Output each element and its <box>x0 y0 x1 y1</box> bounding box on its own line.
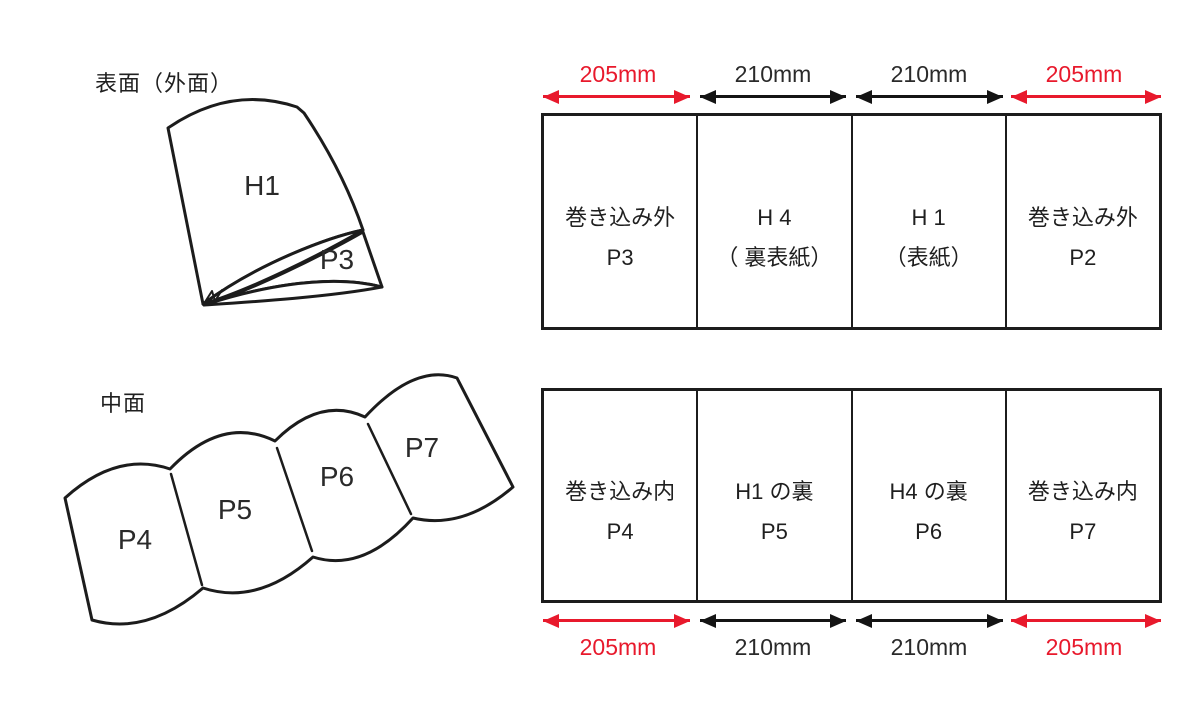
panel-role: H1 の裏 <box>735 479 814 504</box>
outer-dim-label-4: 205mm <box>1045 61 1123 87</box>
accordion-fold-line-2 <box>275 446 314 553</box>
panel-role: 巻き込み内 <box>565 479 676 504</box>
outer-panel-p3: 巻き込み外 P3 <box>544 116 696 327</box>
accordion-label-p7: P7 <box>404 432 440 463</box>
outer-dim-arrow-2-icon <box>700 89 846 104</box>
panel-page: P7 <box>1069 519 1097 544</box>
inner-dim-label-2: 210mm <box>734 634 812 660</box>
accordion-fold-line-3 <box>366 422 413 516</box>
folded-brochure-drawing <box>166 98 384 307</box>
brochure-front-label: H1 <box>244 170 280 201</box>
accordion-drawing <box>63 373 515 626</box>
accordion-label-p6: P6 <box>319 461 355 492</box>
outer-spread-table: 巻き込み外 P3 H 4 （ 裏表紙） H 1 （表紙） 巻き込み外 P2 <box>541 113 1162 330</box>
panel-page: P4 <box>606 519 634 544</box>
brochure-bottom-sliver <box>202 279 384 307</box>
outer-dim-label-1: 205mm <box>579 61 657 87</box>
brochure-flap-label: P3 <box>319 244 355 275</box>
inner-panel-p6: H4 の裏 P6 <box>850 391 1005 600</box>
outer-dim-arrow-1-icon <box>543 89 690 104</box>
accordion-label-p5: P5 <box>217 494 253 525</box>
inner-dim-label-1: 205mm <box>579 634 657 660</box>
panel-page: （表紙） <box>884 245 973 270</box>
inner-panel-p5: H1 の裏 P5 <box>696 391 850 600</box>
panel-role: H 1 <box>911 205 946 230</box>
inner-dim-arrow-4-icon <box>1011 613 1161 628</box>
panel-role: H 4 <box>757 205 792 230</box>
inner-dim-arrow-3-icon <box>856 613 1003 628</box>
accordion-fold-line-1 <box>169 472 204 587</box>
panel-role: 巻き込み外 <box>565 205 676 230</box>
outer-dim-label-2: 210mm <box>734 61 812 87</box>
panel-role: 巻き込み内 <box>1027 479 1138 504</box>
outer-view-title: 表面（外面） <box>95 71 234 96</box>
panel-role: H4 の裏 <box>889 479 968 504</box>
outer-dim-label-3: 210mm <box>890 61 968 87</box>
outer-panel-h1: H 1 （表紙） <box>850 116 1005 327</box>
inner-dim-label-3: 210mm <box>890 634 968 660</box>
inner-spread-table: 巻き込み内 P4 H1 の裏 P5 H4 の裏 P6 巻き込み内 P7 <box>541 388 1162 603</box>
inner-panel-p7: 巻き込み内 P7 <box>1004 391 1159 600</box>
panel-page: （ 裏表紙） <box>716 245 833 270</box>
outer-dim-arrow-4-icon <box>1011 89 1161 104</box>
inner-panel-p4: 巻き込み内 P4 <box>544 391 696 600</box>
inner-dim-arrow-1-icon <box>543 613 690 628</box>
panel-page: P3 <box>606 245 634 270</box>
panel-role: 巻き込み外 <box>1027 205 1138 230</box>
outer-panel-h4: H 4 （ 裏表紙） <box>696 116 850 327</box>
panel-page: P2 <box>1069 245 1097 270</box>
inner-view-title: 中面 <box>100 391 147 416</box>
panel-page: P5 <box>760 519 788 544</box>
inner-dim-label-4: 205mm <box>1045 634 1123 660</box>
outer-panel-p2: 巻き込み外 P2 <box>1004 116 1159 327</box>
accordion-outline <box>63 373 515 626</box>
brochure-tip-zigzag <box>204 289 223 303</box>
inner-dim-arrow-2-icon <box>700 613 846 628</box>
panel-page: P6 <box>915 519 943 544</box>
outer-dim-arrow-3-icon <box>856 89 1003 104</box>
accordion-label-p4: P4 <box>117 524 153 555</box>
